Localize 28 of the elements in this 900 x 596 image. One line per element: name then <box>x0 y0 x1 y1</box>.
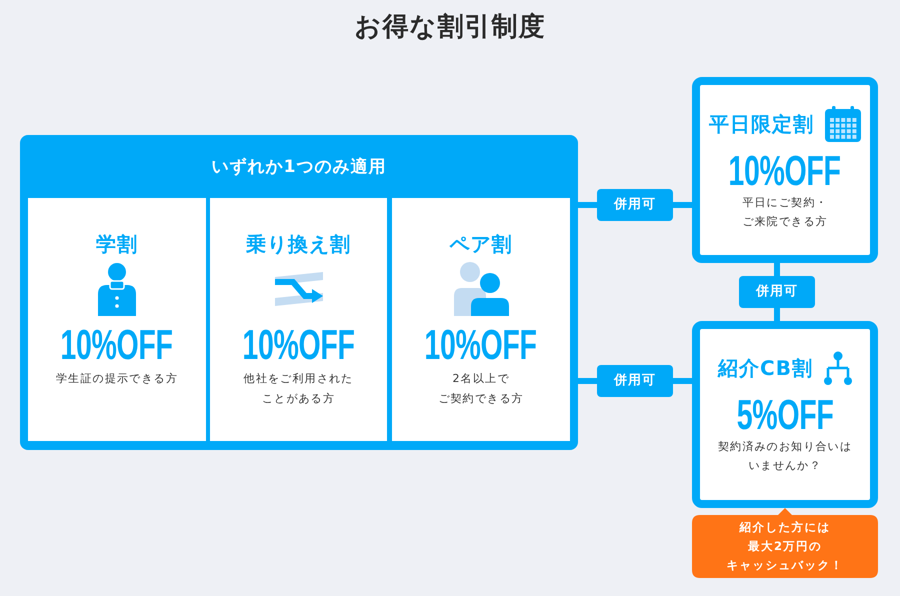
discount-card <box>692 321 878 508</box>
discount-name: 乗り換え割 <box>246 231 351 257</box>
discount-rate: 5%OFF <box>736 394 834 436</box>
edge-label: 併用可 <box>739 276 815 308</box>
group-heading: いずれか1つのみ適用 <box>212 156 386 178</box>
discount-name: 学割 <box>96 231 138 257</box>
discount-card <box>28 198 206 441</box>
discount-name: ペア割 <box>450 231 512 257</box>
edge-label: 併用可 <box>597 365 673 397</box>
edge-label: 併用可 <box>597 189 673 221</box>
discount-rate: 10%OFF <box>728 150 842 192</box>
discount-rate: 10%OFF <box>424 324 538 366</box>
condition-text: 学生証の提示できる方 <box>56 371 178 387</box>
discount-rate: 10%OFF <box>60 324 174 366</box>
condition-text: 2名以上でご契約できる方 <box>437 371 525 407</box>
discount-card <box>392 198 570 441</box>
discount-name: 紹介CB割 <box>718 355 813 381</box>
speech-bubble <box>692 508 878 578</box>
discount-card <box>692 77 878 263</box>
condition-text: 他社をご利用されたことがある方 <box>242 371 354 407</box>
discount-name: 平日限定割 <box>709 111 814 137</box>
group-panel <box>20 135 578 450</box>
callout-text: 紹介した方には最大2万円のキャッシュバック！ <box>726 519 844 574</box>
discount-card <box>210 198 387 441</box>
discount-rate: 10%OFF <box>242 324 355 366</box>
condition-text: 契約済みのお知り合いはいませんか？ <box>716 439 854 474</box>
condition-text: 平日にご契約・ご来院できる方 <box>741 195 829 230</box>
diagram-title: お得な割引制度 <box>354 12 546 42</box>
